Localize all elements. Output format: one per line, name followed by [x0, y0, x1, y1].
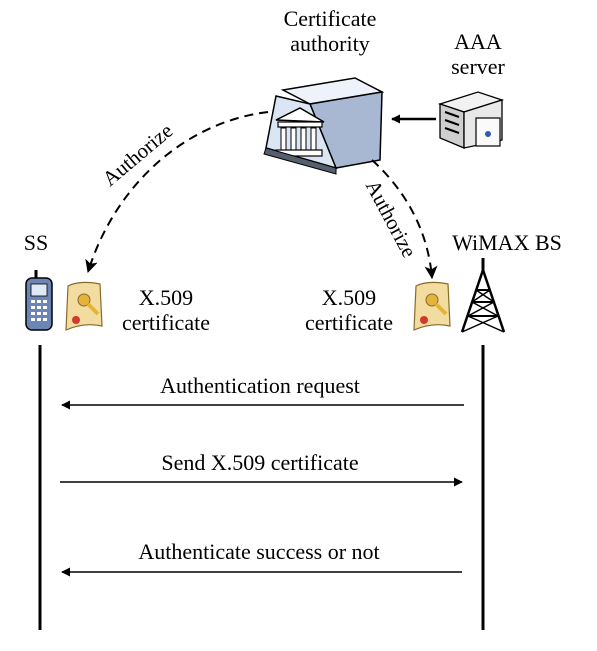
message-label-2: Send X.509 certificate	[161, 450, 358, 475]
authorize-label-bs: Authorize	[361, 176, 422, 261]
bs-cert-line1: X.509	[322, 285, 376, 310]
message-label-3: Authenticate success or not	[138, 539, 379, 564]
radio-tower-icon	[460, 258, 506, 333]
bs-cert-line2: certificate	[305, 310, 393, 335]
authorize-arc-to-bs	[371, 159, 438, 280]
aaa-label-line2: server	[451, 54, 505, 79]
ss-cert-line2: certificate	[122, 310, 210, 335]
mobile-phone-icon	[25, 270, 53, 331]
certificate-scroll-icon	[65, 281, 103, 331]
bs-label: WiMAX BS	[452, 230, 562, 255]
ca-label-line2: authority	[290, 31, 369, 56]
certificate-authority-building-icon	[263, 77, 385, 175]
message-label-1: Authentication request	[160, 373, 360, 398]
ss-label: SS	[24, 230, 48, 255]
ss-cert-line1: X.509	[139, 285, 193, 310]
authorize-label-ss: Authorize	[98, 118, 178, 190]
aaa-label-line1: AAA	[454, 29, 502, 54]
ca-label-line1: Certificate	[284, 6, 377, 31]
certificate-scroll-icon	[413, 281, 451, 331]
server-tower-icon	[437, 91, 505, 149]
authorize-arc-to-ss	[85, 111, 269, 274]
